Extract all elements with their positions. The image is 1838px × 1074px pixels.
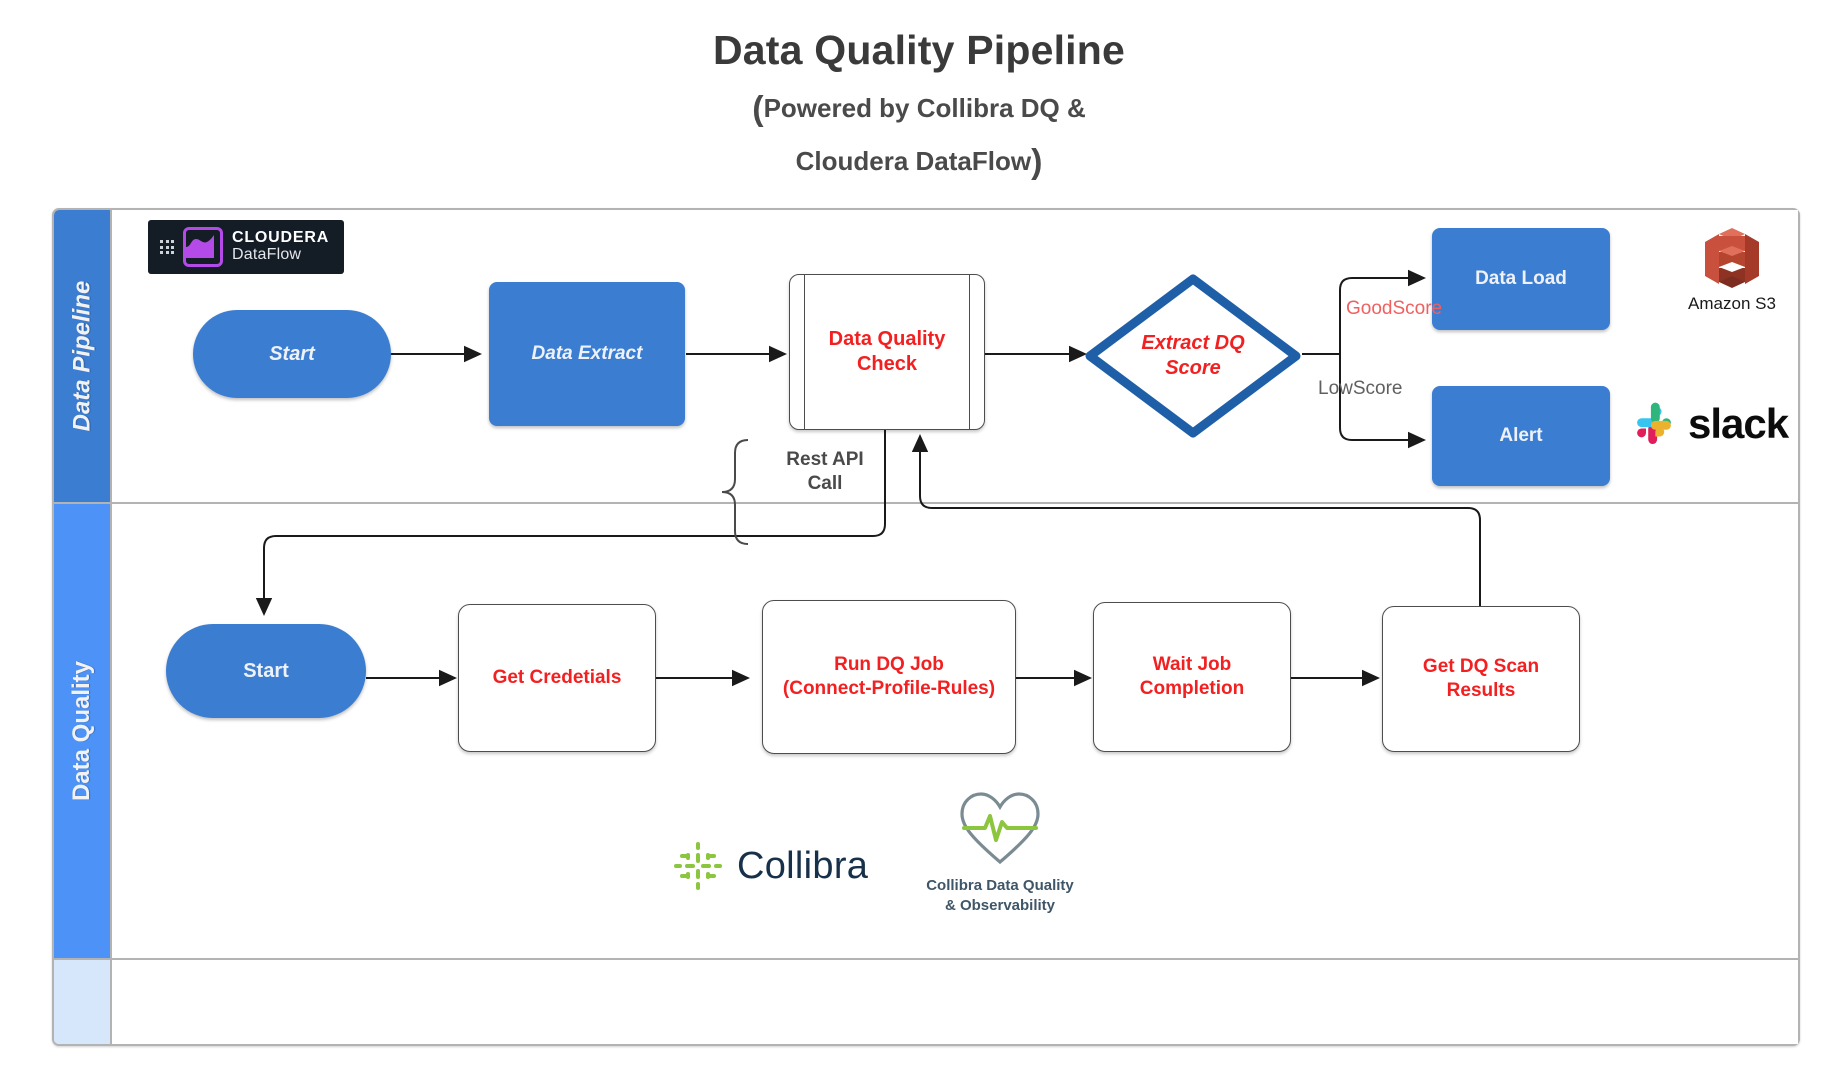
collibra-heart-pulse-icon [960,792,1040,865]
node-label-line-1: Extract DQ [1141,332,1245,354]
diamond-shape-icon [1085,274,1301,438]
node-start-pipeline[interactable]: Start [193,310,391,398]
page-subtitle: (Powered by Collibra DQ & Cloudera DataF… [0,83,1838,188]
slack-icon [1637,402,1671,444]
node-extract-dq-score[interactable]: Extract DQ Score [1085,274,1301,438]
amazon-s3-logo: Amazon S3 [1672,226,1792,314]
node-wait-job-completion[interactable]: Wait Job Completion [1093,602,1291,752]
cloudera-wordmark: CLOUDERA DataFlow [232,229,330,264]
subtitle-open-paren: ( [752,90,764,129]
cloudera-wave-icon [183,227,223,267]
edge-label-rest-api-call: Rest API Call [760,448,890,496]
rest-api-line-1: Rest API [786,449,864,470]
slack-logo: slack [1630,400,1789,448]
page-title: Data Quality Pipeline [712,27,1126,73]
collibra-icon [674,842,722,890]
node-run-dq-job[interactable]: Run DQ Job (Connect-Profile-Rules) [762,600,1016,754]
node-label-line-2: (Connect-Profile-Rules) [782,678,996,699]
subtitle-close-paren: ) [1031,142,1043,181]
amazon-s3-icon [1705,228,1759,288]
collibra-dq-caption: Collibra Data Quality & Observability [926,876,1074,917]
collibra-dq-observability-logo: Collibra Data Quality & Observability [920,788,1080,917]
title-block: Data Quality Pipeline (Powered by Collib… [0,27,1838,188]
slack-wordmark: slack [1688,400,1789,447]
edge-label-low-score: LowScore [1318,378,1403,399]
wave-glyph-icon [186,235,214,258]
node-label-line-1: Run DQ Job [834,654,944,676]
lane-body-unnamed [112,960,1798,1044]
cloudera-wordmark-line-2: DataFlow [232,246,302,263]
lane-header-data-quality: Data Quality [54,504,112,958]
node-label-line-2: Score [1165,357,1221,379]
node-label: Start [269,342,315,365]
node-label-line-1: Wait Job [1152,654,1232,676]
grid-dots-icon [160,240,174,254]
node-data-load[interactable]: Data Load [1432,228,1610,330]
lane-label-data-quality: Data Quality [68,660,96,802]
subtitle-text-1: Powered by Collibra DQ & [763,93,1086,124]
collibra-wordmark: Collibra [737,844,869,887]
rest-api-line-2: Call [807,472,843,494]
node-get-dq-scan-results[interactable]: Get DQ Scan Results [1382,606,1580,752]
node-label: Data Extract [531,343,643,364]
collibra-dq-caption-line-2: & Observability [944,897,1056,915]
edge-label-good-score: GoodScore [1346,298,1443,319]
cloudera-dataflow-logo: CLOUDERA DataFlow [148,220,344,274]
cloudera-wordmark-line-1: CLOUDERA [232,229,330,247]
lane-header-data-pipeline: Data Pipeline [54,210,112,502]
subtitle-line-2: Cloudera DataFlow) [0,136,1838,189]
node-data-quality-check[interactable]: Data Quality Check [789,274,985,430]
collibra-dq-caption-line-1: Collibra Data Quality [926,877,1074,894]
node-label-line-1: Get DQ Scan [1422,656,1540,678]
node-label: Data Load [1475,268,1567,289]
node-label-line-2: Results [1446,680,1516,701]
node-label: Start [243,659,289,682]
node-alert[interactable]: Alert [1432,386,1610,486]
collibra-logo: Collibra [672,840,868,892]
lane-header-unnamed [54,960,112,1044]
node-data-extract[interactable]: Data Extract [489,282,685,426]
lane-unnamed [54,960,1798,1044]
lane-label-data-pipeline: Data Pipeline [68,280,95,432]
node-get-credetials[interactable]: Get Credetials [458,604,656,752]
subtitle-text-2: Cloudera DataFlow [795,145,1032,176]
node-label-line-1: Data Quality [828,327,946,350]
node-label: Alert [1499,425,1543,446]
node-label-line-2: Completion [1139,678,1245,699]
node-label-line-2: Check [856,353,918,375]
node-label: Get Credetials [492,667,622,689]
node-start-quality[interactable]: Start [166,624,366,718]
amazon-s3-caption: Amazon S3 [1688,294,1776,313]
subtitle-line-1: (Powered by Collibra DQ & [0,83,1838,136]
